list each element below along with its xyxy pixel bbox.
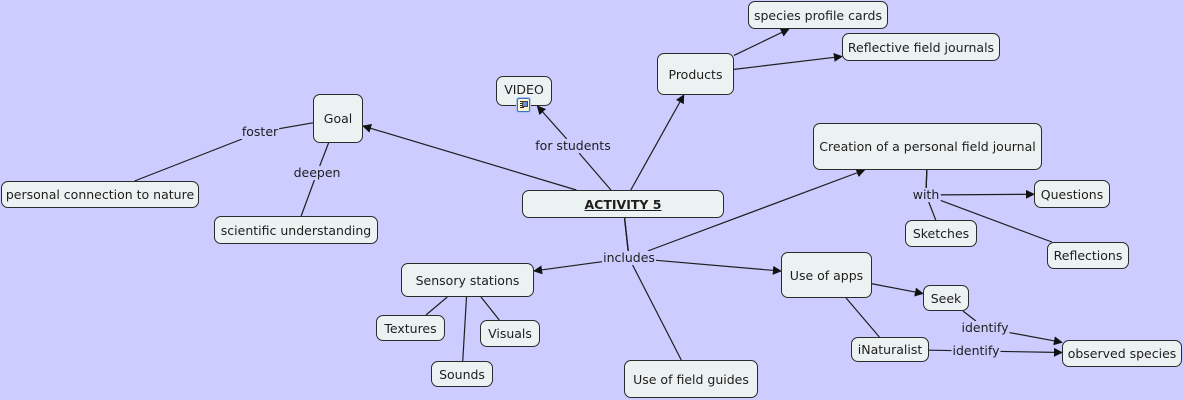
connection-line-products-species_cards — [733, 28, 790, 56]
linking-phrase-identify-inaturalist[interactable]: identify — [951, 343, 1001, 358]
concept-label: ACTIVITY 5 — [584, 196, 662, 212]
linking-phrase-for-students[interactable]: for students — [534, 138, 612, 153]
connection-line-goal-foster — [279, 122, 314, 130]
connection-line-includes-creation — [647, 168, 866, 252]
concept-label: Goal — [323, 111, 353, 126]
connection-line-goal-deepen — [319, 142, 330, 167]
concept-label: Textures — [384, 320, 437, 336]
connection-line-activity5-includes — [623, 217, 629, 252]
media-resource-icon[interactable] — [517, 98, 530, 112]
connection-line-deepen-scientific — [300, 179, 315, 217]
concept-label: Use of apps — [789, 267, 864, 283]
concept-personal-connection[interactable]: personal connection to nature — [1, 181, 199, 208]
concept-use-of-field-guides[interactable]: Use of field guides — [624, 360, 758, 398]
concept-observed-species[interactable]: observed species — [1062, 340, 1182, 367]
concept-label: Creation of a personal field journal — [819, 139, 1036, 154]
concept-label: Products — [668, 66, 723, 82]
concept-label: Reflective field journals — [847, 39, 995, 55]
concept-label: Reflections — [1053, 248, 1123, 263]
connection-line-sensory-visuals — [480, 296, 500, 321]
connection-line-includes-sensory — [533, 261, 603, 275]
concept-visuals[interactable]: Visuals — [480, 320, 540, 347]
linking-phrase-identify-seek[interactable]: identify — [960, 320, 1010, 335]
linking-phrase-deepen[interactable]: deepen — [292, 165, 342, 180]
concept-label: observed species — [1067, 346, 1177, 361]
concept-inaturalist[interactable]: iNaturalist — [851, 337, 929, 362]
connection-line-includes-field_guides — [632, 264, 682, 361]
connection-line-apps-seek — [871, 283, 924, 297]
linking-phrase-includes[interactable]: includes — [602, 250, 656, 265]
connection-line-sensory-sounds — [462, 296, 468, 362]
connection-line-with-questions — [940, 189, 1035, 199]
connection-line-activity5-for_students — [578, 152, 612, 191]
concept-label: scientific understanding — [220, 222, 372, 238]
concept-label: Sounds — [439, 366, 485, 382]
linking-phrase-with[interactable]: with — [911, 187, 941, 202]
concept-sensory-stations[interactable]: Sensory stations — [401, 263, 534, 297]
concept-label: personal connection to nature — [5, 187, 195, 202]
connection-line-seek-identify_seek — [962, 310, 977, 322]
connection-line-with-reflections — [940, 199, 1053, 243]
concept-label: species profile cards — [753, 7, 882, 23]
concept-label: Visuals — [488, 326, 532, 341]
concept-textures[interactable]: Textures — [376, 315, 445, 341]
concept-goal[interactable]: Goal — [313, 94, 363, 143]
concept-label: Sketches — [912, 226, 970, 241]
connection-line-with-sketches — [928, 201, 937, 221]
concept-sketches[interactable]: Sketches — [905, 220, 977, 247]
connection-line-apps-inaturalist — [845, 297, 880, 338]
concept-activity-5-root[interactable]: ACTIVITY 5 — [522, 190, 724, 218]
linking-phrase-foster[interactable]: foster — [240, 124, 280, 139]
concept-reflective-field-journals[interactable]: Reflective field journals — [842, 33, 1000, 61]
concept-seek[interactable]: Seek — [923, 285, 969, 311]
concept-use-of-apps[interactable]: Use of apps — [781, 252, 872, 298]
concept-questions[interactable]: Questions — [1034, 180, 1110, 208]
concept-label: Use of field guides — [633, 371, 749, 387]
connection-line-foster-personal — [134, 138, 243, 182]
connection-line-activity5-products — [630, 94, 685, 191]
concept-label: iNaturalist — [857, 342, 923, 357]
connection-line-for_students-video — [536, 105, 568, 140]
connection-line-activity5-goal — [362, 124, 577, 191]
concept-sounds[interactable]: Sounds — [431, 361, 493, 387]
concept-creation-of-field-journal[interactable]: Creation of a personal field journal — [813, 123, 1042, 170]
concept-scientific-understanding[interactable]: scientific understanding — [214, 216, 378, 244]
connection-line-includes-apps — [655, 259, 782, 275]
connection-line-creation-with — [925, 169, 928, 189]
concept-products[interactable]: Products — [657, 53, 734, 95]
connection-line-identify_seek-observed — [1009, 331, 1063, 346]
concept-reflections[interactable]: Reflections — [1047, 242, 1129, 269]
connection-line-identify_inat-observed — [1000, 347, 1063, 357]
connection-line-products-reflective — [733, 52, 843, 70]
concept-label: Questions — [1040, 186, 1104, 202]
concept-label: Sensory stations — [415, 272, 520, 288]
concept-label: VIDEO — [504, 82, 544, 97]
concept-label: Seek — [930, 290, 962, 306]
concept-species-profile-cards[interactable]: species profile cards — [748, 1, 888, 29]
connection-line-sensory-textures — [425, 296, 448, 316]
